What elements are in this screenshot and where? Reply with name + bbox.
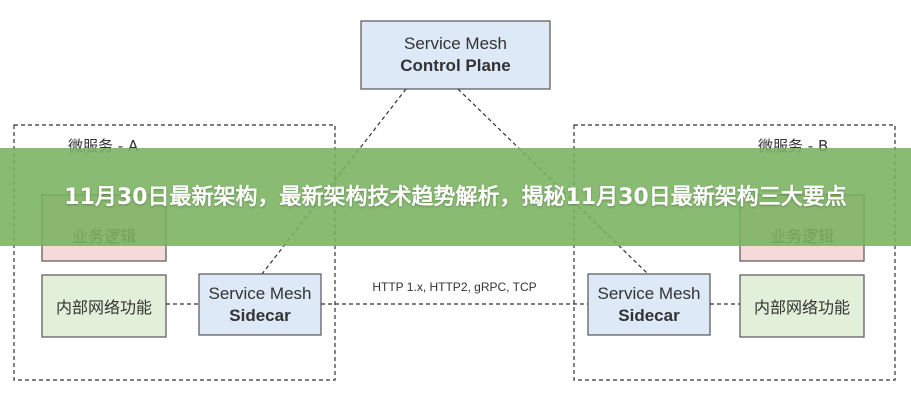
service-a-sidecar-box [198, 273, 322, 336]
banner-title: 11月30日最新架构，最新架构技术趋势解析，揭秘11月30日最新架构三大要点 [64, 184, 847, 210]
control-plane-label: Service Mesh Control Plane [361, 21, 550, 89]
control-plane-line2: Control Plane [400, 56, 511, 75]
service-a-sidecar-line2: Sidecar [229, 305, 291, 325]
protocol-label: HTTP 1.x, HTTP2, gRPC, TCP [372, 280, 537, 294]
service-b-sidecar-line2: Sidecar [618, 305, 680, 325]
service-b-internal-network-box [739, 274, 865, 338]
service-a-internal-network-box [41, 274, 167, 338]
control-plane-box [360, 20, 551, 90]
service-a-sidecar-label: Service Mesh Sidecar [199, 274, 321, 335]
service-b-sidecar-box [587, 273, 711, 336]
service-b-container [573, 124, 896, 381]
service-a-internal-network-label: 内部网络功能 [55, 298, 152, 317]
service-a-sidecar-line1: Service Mesh [208, 283, 312, 303]
title-banner: 11月30日最新架构，最新架构技术趋势解析，揭秘11月30日最新架构三大要点 [0, 148, 911, 246]
service-b-sidecar-line1: Service Mesh [597, 283, 701, 303]
control-plane-line1: Service Mesh [404, 34, 507, 53]
service-a-container [13, 124, 336, 381]
service-b-internal-network-label: 内部网络功能 [753, 298, 850, 317]
service-b-sidecar-label: Service Mesh Sidecar [588, 274, 710, 335]
